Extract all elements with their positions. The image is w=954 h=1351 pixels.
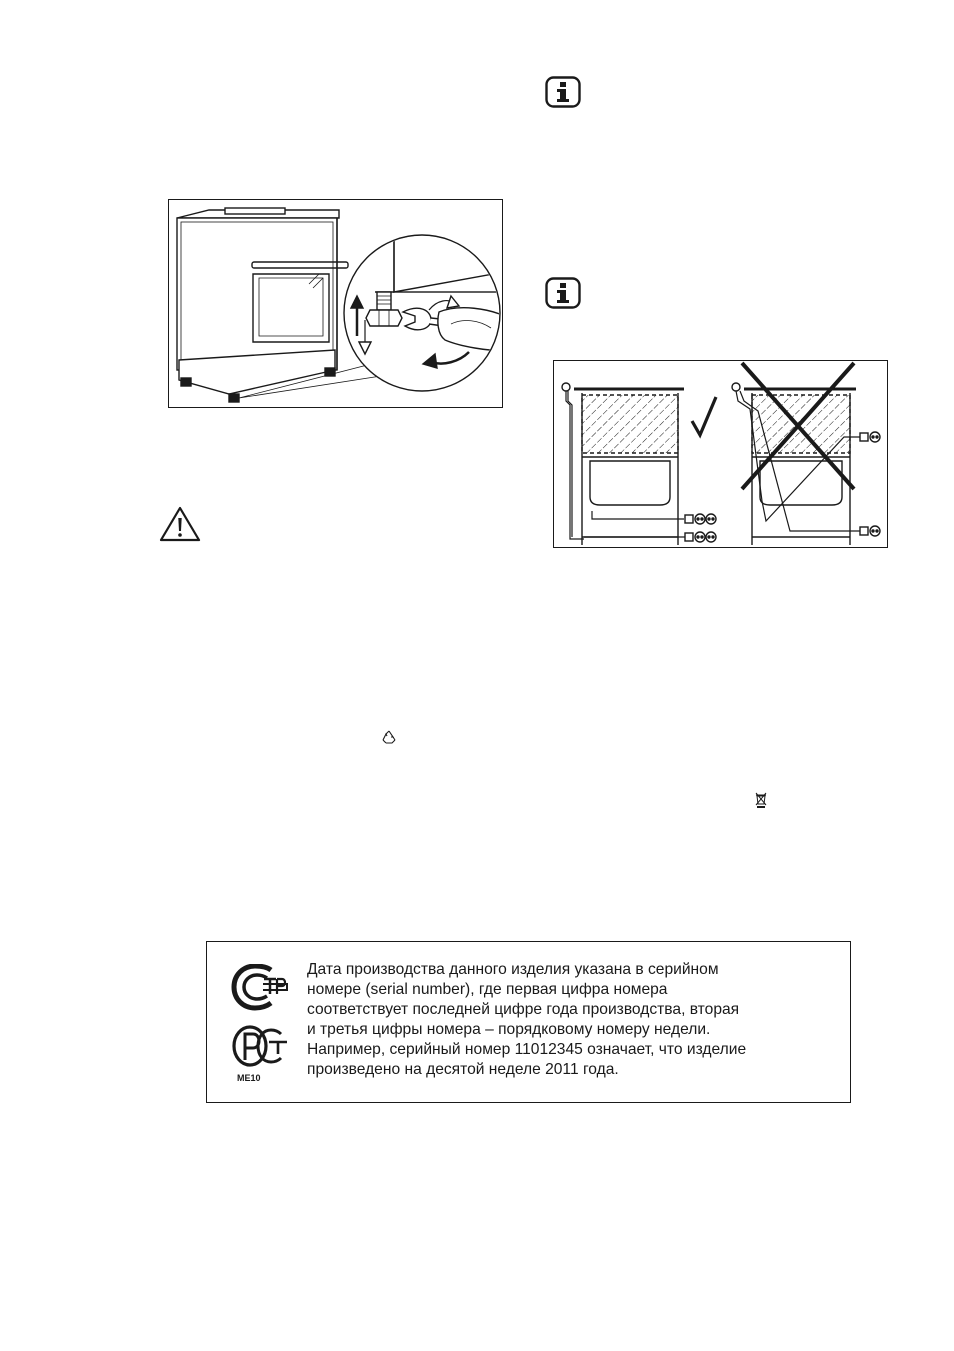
note-line: произведено на десятой неделе 2011 года. <box>307 1061 619 1078</box>
production-date-note: Дата производства данного изделия указан… <box>307 960 847 1080</box>
warning-icon <box>159 506 201 542</box>
note-line: и третья цифры номера – порядковому номе… <box>307 1021 711 1038</box>
cable-routing-illustration <box>561 361 881 545</box>
note-line: соответствует последней цифре года произ… <box>307 1001 740 1018</box>
note-line: номере (serial number), где первая цифра… <box>307 981 668 998</box>
certification-box: ME10 Дата производства данного изделия у… <box>206 941 851 1103</box>
cooker-leveling-illustration <box>176 207 501 403</box>
info-icon <box>545 277 581 309</box>
note-line: Дата производства данного изделия указан… <box>307 961 719 978</box>
recycle-icon <box>380 729 398 745</box>
gost-tr-mark-icon <box>231 964 289 1012</box>
cable-routing-figure <box>553 360 888 548</box>
pct-mark-icon <box>231 1024 289 1070</box>
info-icon <box>545 76 581 108</box>
leveling-feet-figure <box>168 199 503 408</box>
crossed-bin-icon <box>754 792 768 808</box>
note-line: Например, серийный номер 11012345 означа… <box>307 1041 747 1058</box>
mark-code: ME10 <box>237 1073 261 1083</box>
